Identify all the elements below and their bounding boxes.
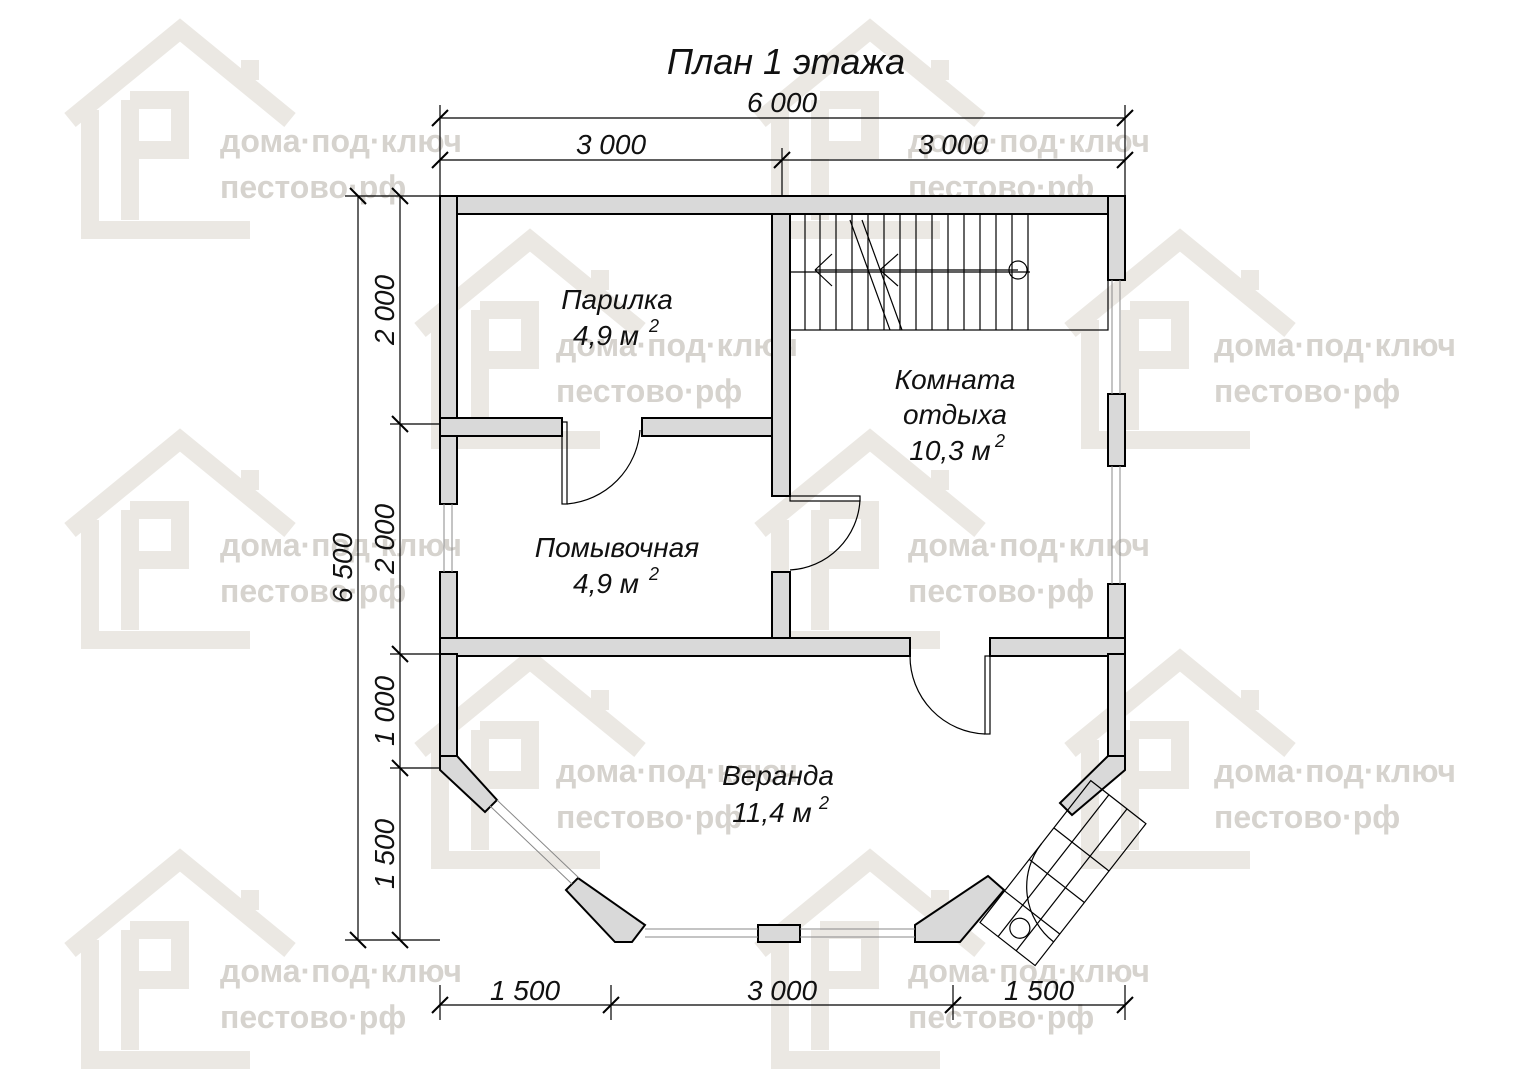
dimension-label: 1 500: [369, 819, 400, 889]
watermark-text: дома·под·ключ: [556, 753, 798, 789]
watermark-text: пестово·рф: [1214, 373, 1400, 409]
doors: [561, 421, 991, 735]
watermark-layer: дома·под·ключ пестово·рф дома·под·ключ п…: [70, 30, 1456, 1060]
watermark-text: пестово·рф: [220, 169, 406, 205]
entrance-steps: [979, 779, 1147, 967]
plan-title: План 1 этажа: [667, 41, 905, 82]
watermark-text: дома·под·ключ: [220, 953, 462, 989]
dimension-label: 3 000: [747, 975, 817, 1006]
windows: [443, 280, 1121, 938]
dimension-label: 2 000: [369, 504, 400, 575]
area-superscript: 2: [648, 564, 659, 584]
watermark-text: дома·под·ключ: [220, 527, 462, 563]
dimension-label: 2 000: [369, 275, 400, 346]
room-area: 4,9 м: [573, 320, 639, 351]
room-name: отдыха: [903, 399, 1007, 430]
area-superscript: 2: [994, 431, 1005, 451]
watermark-text: пестово·рф: [556, 373, 742, 409]
watermark-text: пестово·рф: [220, 999, 406, 1035]
dimension-top: 6 000 3 000 3 000: [431, 87, 1134, 200]
room-area: 4,9 м: [573, 568, 639, 599]
room-area: 10,3 м: [909, 435, 990, 466]
room-name: Комната: [895, 364, 1016, 395]
watermark-text: пестово·рф: [556, 799, 742, 835]
dimension-bottom: 1 500 3 000 1 500: [431, 975, 1134, 1020]
room-veranda: Веранда 11,4 м 2: [722, 760, 834, 828]
dimension-label: 3 000: [576, 129, 646, 160]
area-superscript: 2: [818, 793, 829, 813]
room-pomyvochnaya: Помывочная 4,9 м 2: [535, 532, 699, 599]
watermark-text: дома·под·ключ: [1214, 327, 1456, 363]
watermark-text: дома·под·ключ: [1214, 753, 1456, 789]
dimension-label: 6 000: [747, 87, 817, 118]
watermark-text: дома·под·ключ: [908, 527, 1150, 563]
watermark-text: пестово·рф: [1214, 799, 1400, 835]
dimension-label: 1 000: [369, 676, 400, 746]
watermark-text: дома·под·ключ: [908, 953, 1150, 989]
watermark-text: дома·под·ключ: [556, 327, 798, 363]
watermark-text: дома·под·ключ: [908, 123, 1150, 159]
room-name: Помывочная: [535, 532, 699, 563]
room-name: Парилка: [561, 284, 673, 315]
dimension-label: 6 500: [327, 533, 358, 603]
watermark-text: пестово·рф: [908, 573, 1094, 609]
dimension-label: 3 000: [918, 129, 988, 160]
dimension-label: 1 500: [1004, 975, 1074, 1006]
room-parilka: Парилка 4,9 м 2: [561, 284, 673, 351]
watermark-text: пестово·рф: [220, 573, 406, 609]
watermark-text: дома·под·ключ: [220, 123, 462, 159]
room-komnata: Комната отдыха 10,3 м 2: [895, 364, 1016, 466]
room-area: 11,4 м: [732, 797, 811, 828]
staircase: [789, 213, 1109, 331]
area-superscript: 2: [648, 316, 659, 336]
room-name: Веранда: [722, 760, 834, 791]
dimension-left: 6 500 2 000 2 000 1 000 1 500: [327, 187, 440, 949]
dimension-label: 1 500: [490, 975, 560, 1006]
walls: [439, 195, 1126, 943]
